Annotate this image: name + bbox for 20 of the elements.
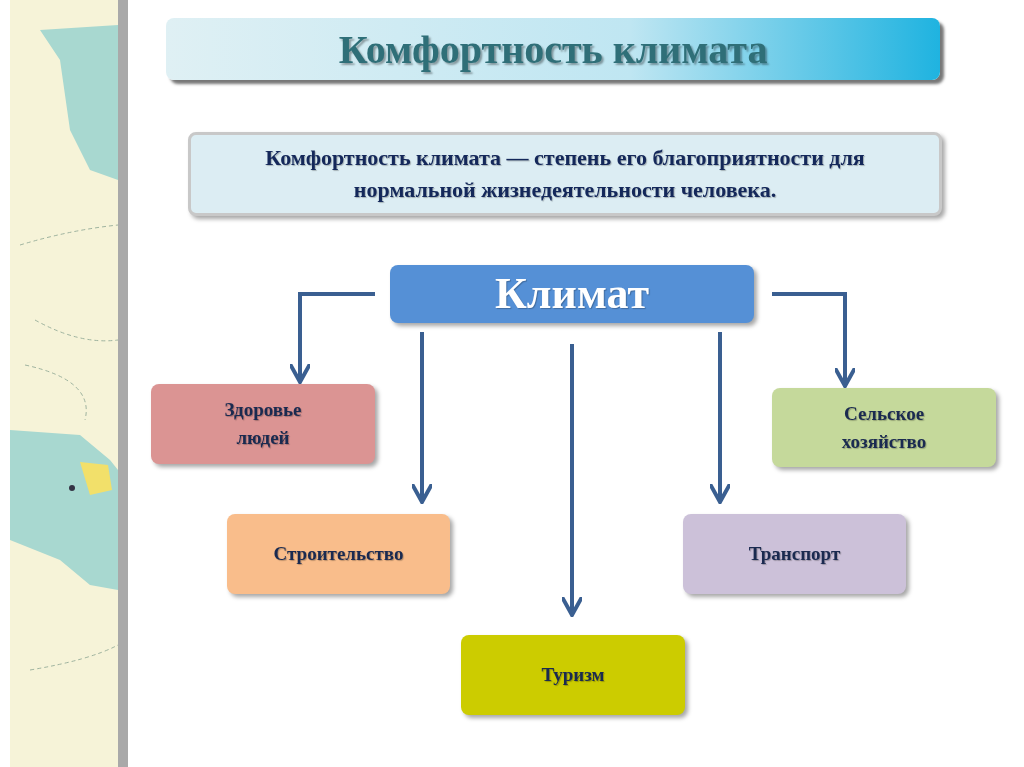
arrow <box>560 344 584 617</box>
arrow <box>288 292 375 384</box>
arrow <box>410 332 434 504</box>
definition-text: Комфортность климата — степень его благоприятности для нормальной жизнедеятельности человека. <box>264 144 866 204</box>
category-box <box>683 514 906 594</box>
def-box <box>188 132 942 216</box>
arrow <box>772 292 857 388</box>
climate-box <box>390 265 754 323</box>
category-box <box>772 388 996 467</box>
category-box <box>227 514 450 594</box>
node-label: Сельское хозяйство <box>840 401 928 454</box>
node-label: Климат <box>493 268 651 321</box>
node-label: Транспорт <box>747 542 842 567</box>
node-label: Строительство <box>272 542 405 567</box>
node-label: Туризм <box>540 663 606 688</box>
title-banner: Комфортность климата <box>166 18 940 80</box>
node-label: Здоровье людей <box>223 398 303 450</box>
category-box <box>461 635 685 715</box>
category-box <box>151 384 375 464</box>
arrow <box>708 332 732 504</box>
